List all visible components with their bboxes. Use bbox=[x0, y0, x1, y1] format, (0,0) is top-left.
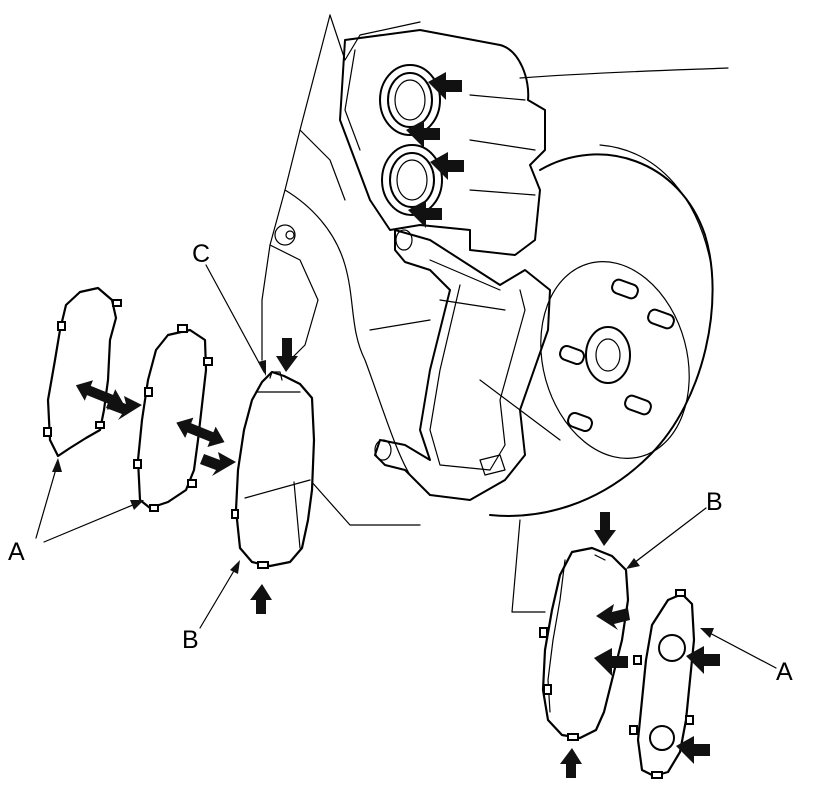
label-a-left: A bbox=[8, 538, 25, 566]
arrow-left-shim-in bbox=[106, 396, 142, 420]
arrow-right-pad-face-1 bbox=[596, 604, 630, 630]
label-a-right: A bbox=[776, 658, 793, 686]
brake-rotor bbox=[489, 144, 714, 517]
arrow-piston-1 bbox=[428, 72, 462, 100]
label-c: C bbox=[192, 240, 211, 268]
left-outer-shim bbox=[43, 286, 122, 458]
caliper-body bbox=[339, 29, 546, 256]
arrow-right-shim-1 bbox=[686, 646, 720, 674]
label-b-right: B bbox=[706, 488, 723, 516]
arrow-right-pad-bottom bbox=[560, 748, 582, 778]
left-brake-pad bbox=[231, 370, 316, 569]
arrow-right-pad-top bbox=[594, 512, 616, 546]
arrow-left-pad-top bbox=[276, 338, 298, 372]
arrow-piston-3 bbox=[430, 152, 464, 180]
wheel-studs bbox=[559, 278, 675, 432]
arrow-piston-4 bbox=[408, 200, 442, 228]
arrow-left-pad-in bbox=[200, 452, 236, 476]
label-b-left: B bbox=[182, 626, 199, 654]
leader-lines bbox=[35, 264, 777, 669]
arrow-right-pad-face-2 bbox=[594, 648, 628, 676]
arrow-left-pad-bottom bbox=[250, 584, 272, 614]
arrow-right-shim-2 bbox=[676, 736, 710, 764]
right-shim bbox=[629, 589, 696, 779]
lower-piston bbox=[381, 144, 443, 216]
grease-arrows bbox=[75, 72, 720, 778]
arrow-piston-2 bbox=[406, 120, 440, 148]
upper-piston bbox=[379, 64, 441, 136]
knuckle-outline bbox=[261, 14, 729, 613]
double-arrow-left-2 bbox=[176, 417, 225, 448]
right-brake-pad bbox=[539, 546, 630, 741]
left-inner-shim bbox=[133, 324, 213, 512]
caliper-bracket bbox=[374, 229, 551, 501]
